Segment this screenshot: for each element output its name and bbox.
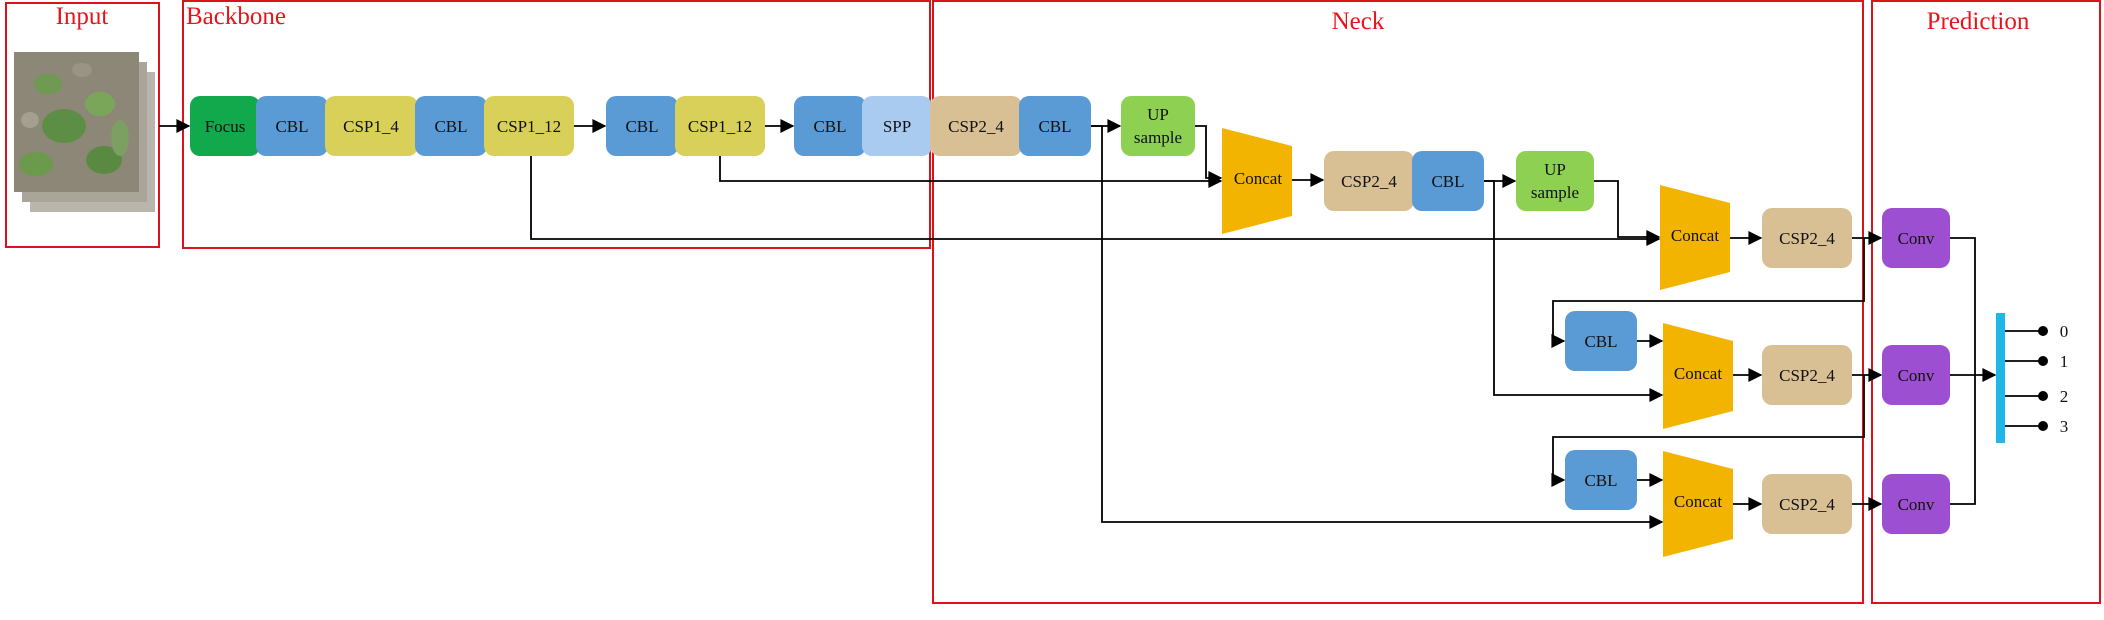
upsample-label-line1: UP: [1544, 160, 1566, 179]
csp2-4-label: CSP2_4: [1779, 366, 1835, 385]
conv-to-bar: [1950, 237, 1976, 375]
cbl-label: CBL: [1431, 172, 1464, 191]
concat-label: Concat: [1674, 492, 1722, 511]
upsample-block: [1516, 151, 1594, 211]
leaf-blob: [85, 92, 115, 116]
skip-cbl-concat: [1091, 125, 1664, 529]
cbl-label: CBL: [1584, 332, 1617, 351]
csp2-4-block: [1762, 345, 1852, 405]
output-label-1: 1: [2060, 352, 2069, 371]
cbl-label: CBL: [1038, 117, 1071, 136]
output-label-0: 0: [2060, 322, 2069, 341]
concat-block: [1663, 323, 1733, 429]
csp2-4-block: [1762, 474, 1852, 534]
cbl-label: CBL: [813, 117, 846, 136]
cbl-label: CBL: [1584, 471, 1617, 490]
cbl-label: CBL: [625, 117, 658, 136]
conv-block: [1882, 474, 1950, 534]
csp2-4-block: [1324, 151, 1414, 211]
prediction-title: Prediction: [1927, 8, 2030, 35]
spp-block: [862, 96, 932, 156]
input-image-stack: [14, 52, 155, 212]
output-bar: [1996, 313, 2005, 443]
neck-frame: [932, 0, 1864, 604]
upsample-label-line2: sample: [1531, 183, 1579, 202]
conv-label: Conv: [1898, 366, 1935, 385]
cbl-block: [606, 96, 678, 156]
spp-label: SPP: [883, 117, 911, 136]
csp2-4-block: [930, 96, 1022, 156]
output-label-3: 3: [2060, 417, 2069, 436]
csp1-4-block: [325, 96, 418, 156]
neck-section: Neck: [932, 0, 1864, 604]
csp2-4-block: [1762, 208, 1852, 268]
leaf-blob: [42, 109, 86, 143]
cbl-block: [256, 96, 328, 156]
cbl-block: [415, 96, 487, 156]
arrow-upsample-concat: [1594, 180, 1661, 244]
upsample-block: [1121, 96, 1195, 156]
output-dot: [2038, 391, 2048, 401]
csp1-12-block: [484, 96, 574, 156]
cbl-block: [1412, 151, 1484, 211]
leaf-blob: [111, 120, 129, 156]
conv-label: Conv: [1898, 229, 1935, 248]
skip-cbl-concat: [1484, 180, 1664, 402]
csp2-4-label: CSP2_4: [1779, 495, 1835, 514]
skip-csp1-concat: [719, 156, 1223, 188]
prediction-section: Prediction: [1871, 0, 2101, 604]
arrow-upsample-concat: [1195, 125, 1223, 185]
csp2-4-label: CSP2_4: [948, 117, 1004, 136]
concat-block: [1660, 185, 1730, 290]
csp2-4-label: CSP2_4: [1779, 229, 1835, 248]
cbl-block: [1019, 96, 1091, 156]
conv-block: [1882, 345, 1950, 405]
csp2-4-label: CSP2_4: [1341, 172, 1397, 191]
prediction-blocks: Conv Conv Conv 0 1 2 3: [1882, 208, 2068, 534]
backbone-blocks: Focus CBL CSP1_4 CBL CSP1_12 CBL CSP1_12…: [190, 96, 932, 156]
output-dot: [2038, 421, 2048, 431]
cbl-block: [1565, 311, 1637, 371]
output-dot: [2038, 326, 2048, 336]
output-dot: [2038, 356, 2048, 366]
concat-label: Concat: [1674, 364, 1722, 383]
focus-block: [190, 96, 260, 156]
csp1-12-block: [675, 96, 765, 156]
leaf-blob: [86, 146, 122, 174]
input-section: Input: [5, 2, 160, 248]
cbl-block: [1565, 450, 1637, 510]
output-label-2: 2: [2060, 387, 2069, 406]
soil-patch: [21, 112, 39, 128]
concat-block: [1663, 451, 1733, 557]
connectors: [159, 119, 1997, 529]
concat-block: [1222, 128, 1292, 234]
input-title: Input: [56, 3, 109, 30]
neck-title: Neck: [1332, 8, 1385, 35]
skip-csp1-concat: [530, 156, 1661, 246]
leaf-blob: [34, 74, 62, 94]
arrow-loop-cbl: [1551, 238, 1865, 348]
input-frame: [5, 2, 160, 248]
soil-patch: [72, 63, 92, 77]
leaf-blob: [19, 152, 53, 176]
focus-label: Focus: [205, 117, 246, 136]
csp1-12-label: CSP1_12: [688, 117, 752, 136]
neck-blocks: CSP2_4 CBL UP sample Concat CSP2_4 CBL U…: [930, 96, 1852, 557]
concat-label: Concat: [1671, 226, 1719, 245]
upsample-label-line1: UP: [1147, 105, 1169, 124]
csp1-12-label: CSP1_12: [497, 117, 561, 136]
cbl-block: [794, 96, 866, 156]
cbl-label: CBL: [434, 117, 467, 136]
csp1-4-label: CSP1_4: [343, 117, 399, 136]
cbl-label: CBL: [275, 117, 308, 136]
prediction-frame: [1871, 0, 2101, 604]
concat-label: Concat: [1234, 169, 1282, 188]
conv-block: [1882, 208, 1950, 268]
backbone-title: Backbone: [186, 3, 286, 30]
arrow-loop-cbl: [1551, 375, 1865, 487]
upsample-label-line2: sample: [1134, 128, 1182, 147]
conv-to-bar: [1950, 375, 1976, 505]
conv-label: Conv: [1898, 495, 1935, 514]
